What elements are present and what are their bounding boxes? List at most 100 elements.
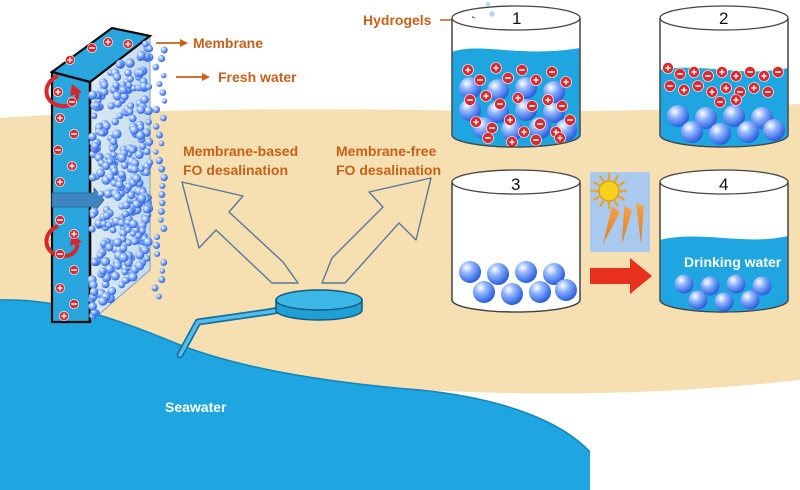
water-sphere xyxy=(124,238,133,247)
water-sphere xyxy=(138,227,146,235)
cation-icon xyxy=(462,64,474,76)
water-sphere xyxy=(152,63,160,71)
water-sphere xyxy=(125,81,133,89)
water-sphere xyxy=(109,137,118,146)
anion-icon xyxy=(744,66,756,78)
water-sphere xyxy=(125,58,135,68)
water-sphere xyxy=(143,148,151,156)
water-sphere xyxy=(105,264,115,274)
water-sphere xyxy=(100,81,109,90)
water-sphere xyxy=(101,280,110,289)
sun-ray xyxy=(593,181,600,187)
anion-icon xyxy=(55,215,65,225)
water-sphere xyxy=(98,129,106,137)
water-sphere xyxy=(158,217,164,223)
water-sphere xyxy=(161,98,168,104)
water-sphere xyxy=(127,102,135,110)
water-sphere xyxy=(154,250,161,258)
sun-ray xyxy=(618,195,625,201)
anion-icon xyxy=(526,100,538,112)
cation-icon xyxy=(67,161,77,171)
water-sphere xyxy=(88,90,98,100)
hydrogel-sphere xyxy=(555,279,577,301)
anion-icon xyxy=(692,80,704,92)
anion-icon xyxy=(67,97,77,107)
water-sphere xyxy=(119,85,128,95)
water-sphere xyxy=(113,192,122,201)
membrane-ions xyxy=(53,37,133,321)
water-sphere xyxy=(145,83,153,90)
water-sphere xyxy=(139,82,148,91)
cation-icon xyxy=(123,39,133,49)
water-sphere xyxy=(112,91,122,101)
anion-icon xyxy=(69,265,79,275)
hydrogel-sphere xyxy=(667,105,689,127)
anion-icon xyxy=(69,129,79,139)
water-sphere xyxy=(145,137,154,147)
cation-icon xyxy=(470,116,482,128)
water-sphere xyxy=(89,287,99,296)
hydrogel-sphere xyxy=(674,274,694,294)
cation-icon xyxy=(103,37,113,47)
water-sphere xyxy=(113,261,122,270)
water-sphere xyxy=(142,40,149,48)
anion-icon xyxy=(486,122,498,134)
hydrogel-dot xyxy=(489,11,495,17)
water-sphere xyxy=(88,302,97,311)
beaker-2: 2 xyxy=(659,5,789,148)
water-sphere xyxy=(113,99,123,108)
water-sphere xyxy=(152,105,160,114)
hydrogel-sphere xyxy=(737,121,759,143)
water-sphere xyxy=(126,75,134,83)
water-sphere xyxy=(158,165,166,173)
cation-icon xyxy=(55,283,65,293)
beaker-2-gels xyxy=(667,105,785,145)
water-sphere xyxy=(145,118,152,126)
sun-icon xyxy=(590,172,650,252)
water-sphere xyxy=(152,241,161,250)
water-sphere xyxy=(117,219,126,227)
sun-ray xyxy=(599,175,605,182)
hydrogel-sphere xyxy=(459,261,481,283)
water-sphere xyxy=(157,54,166,63)
water-sphere xyxy=(152,123,160,130)
hydrogel-sphere xyxy=(487,263,509,285)
water-sphere xyxy=(129,125,139,135)
water-sphere xyxy=(124,69,132,77)
cation-icon xyxy=(59,311,69,321)
water-sphere xyxy=(112,72,122,82)
cation-icon xyxy=(758,70,770,82)
water-sphere xyxy=(134,150,144,159)
flow-arrow xyxy=(51,186,105,214)
water-sphere xyxy=(136,50,146,60)
hydrogels-label: Hydrogels xyxy=(363,12,432,28)
cation-icon xyxy=(730,94,742,106)
water-sphere xyxy=(118,170,126,179)
water-sphere xyxy=(90,258,99,266)
cation-icon xyxy=(55,113,65,123)
anion-icon xyxy=(53,145,63,155)
anion-icon xyxy=(69,299,79,309)
water-sphere xyxy=(111,117,119,126)
water-sphere xyxy=(146,159,154,166)
water-sphere xyxy=(113,237,123,247)
water-sphere xyxy=(158,275,166,284)
hydrogel-sphere xyxy=(740,290,760,310)
water-sphere xyxy=(159,199,166,207)
water-sphere xyxy=(158,190,166,199)
fresh-water-stream xyxy=(151,46,168,300)
water-sphere xyxy=(115,61,123,69)
cation-icon xyxy=(512,92,524,104)
cation-icon xyxy=(716,66,728,78)
water-sphere xyxy=(159,268,166,274)
water-sphere xyxy=(146,45,154,53)
beaker-1-ions xyxy=(462,62,576,148)
cation-icon xyxy=(69,229,79,239)
water-sphere xyxy=(105,243,114,252)
water-sphere xyxy=(128,272,138,282)
water-sphere xyxy=(100,256,111,267)
water-sphere xyxy=(160,259,168,266)
hydrogel-sphere xyxy=(752,276,772,296)
hydrogel-sphere xyxy=(688,290,708,310)
